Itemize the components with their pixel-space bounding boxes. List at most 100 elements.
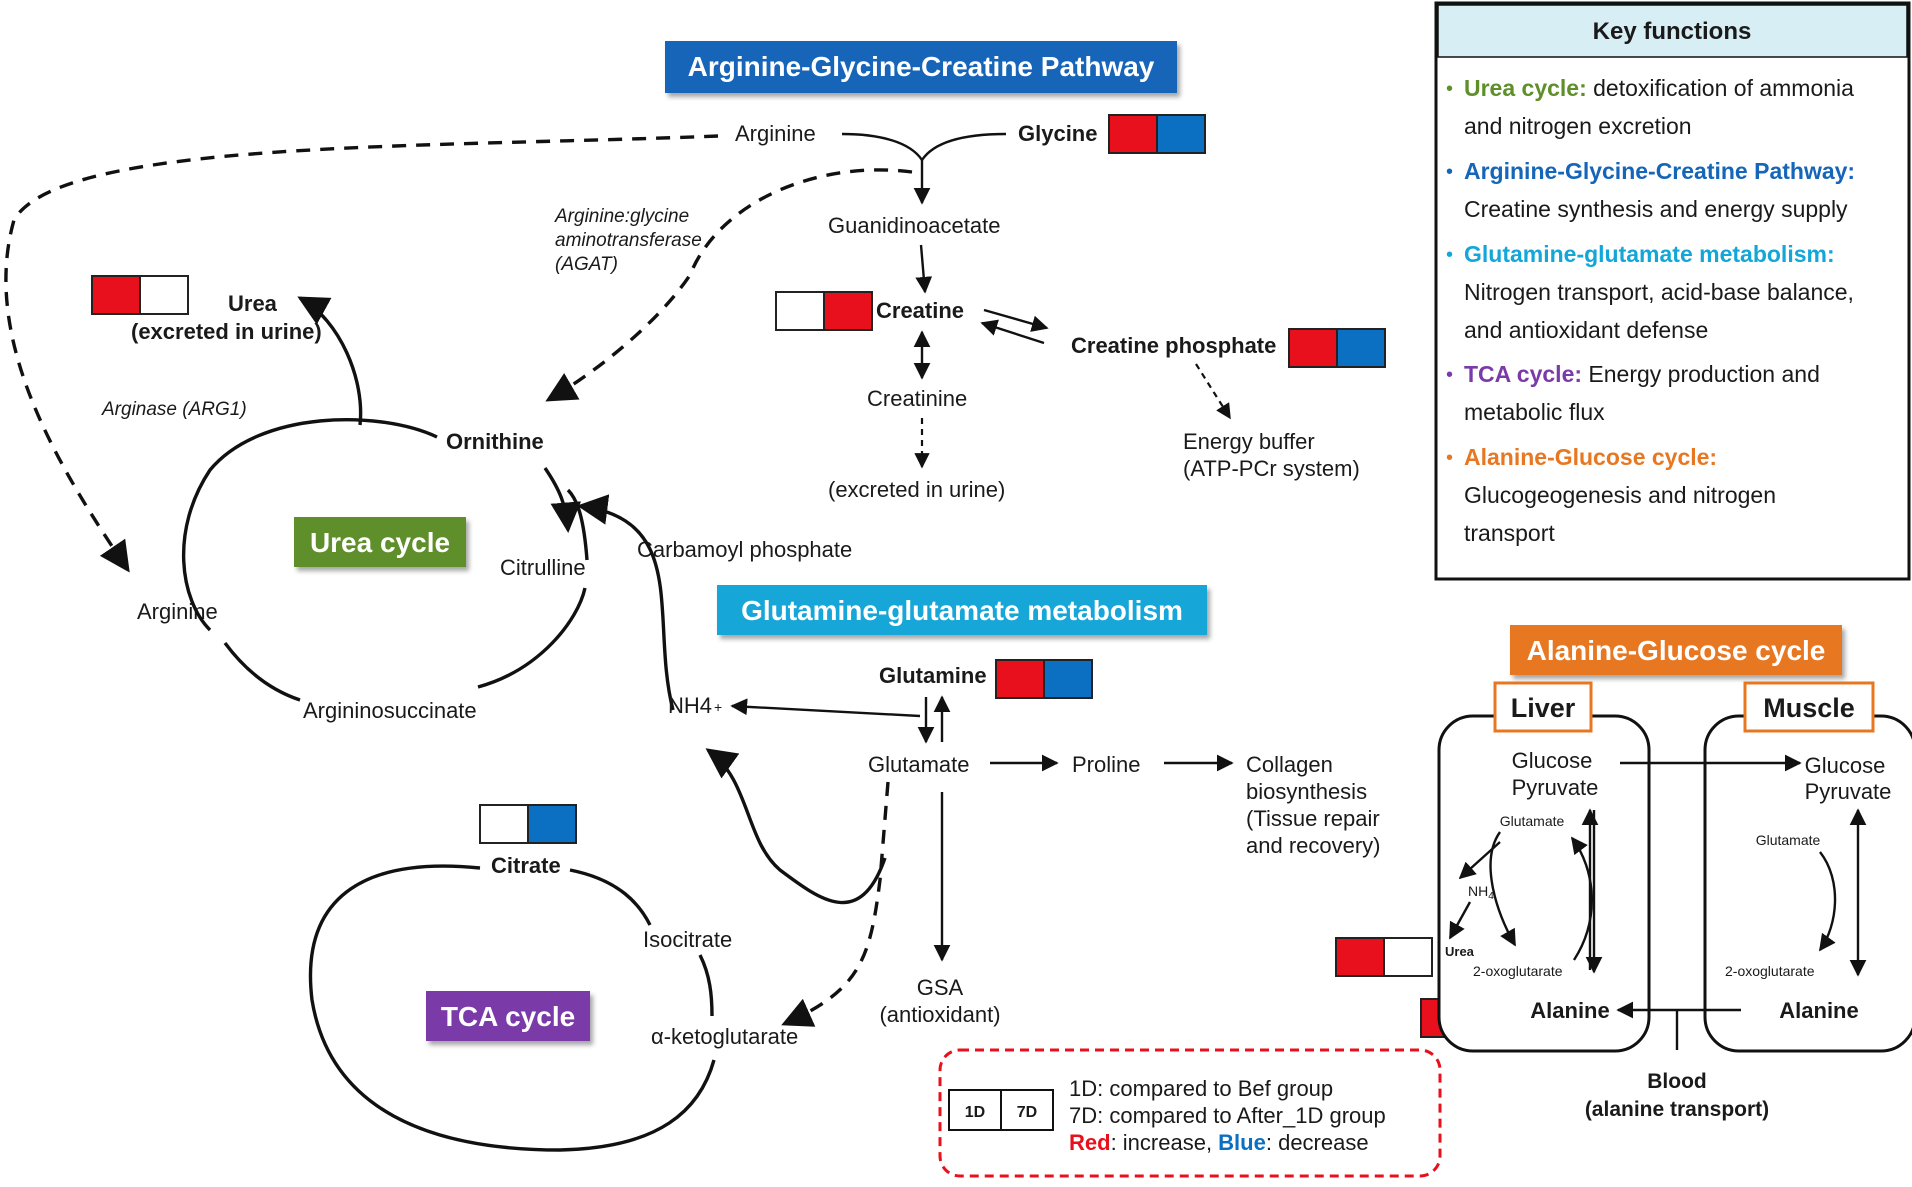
key-item-glutamine-l3: and antioxidant defense [1464,317,1708,343]
legend-border [938,1048,1442,1178]
legend-red-word: Red [1069,1130,1111,1155]
liver-alanine: Alanine [1530,998,1609,1023]
label-arginine-top: Arginine [735,121,816,146]
indicator-glutamine-1d [995,659,1045,699]
banner-alanine-text: Alanine-Glucose cycle [1527,635,1826,666]
key-item-glutamine-head: Glutamine-glutamate metabolism: [1464,241,1835,267]
dashed-arrow-arginine-loop [4,134,719,573]
label-argininosuccinate: Argininosuccinate [303,698,477,723]
arrow-muscle-curve [1819,851,1837,952]
key-bullet-agc: • [1446,161,1453,183]
label-creatinine: Creatinine [867,386,967,411]
banner-agc-text: Arginine-Glycine-Creatine Pathway [688,51,1155,82]
label-collagen-4: and recovery) [1246,833,1381,858]
indicator-urea-7d [139,275,189,315]
label-excreted: (excreted in urine) [828,477,1005,502]
indicator-urea-1d [91,275,141,315]
liver-urea: Urea [1445,944,1475,959]
key-item-alanine-l1: Alanine-Glucose cycle: [1464,444,1717,470]
merge-arrow [841,132,1007,163]
key-functions-box: Key functions • Urea cycle: detoxificati… [1434,1,1911,581]
label-glycine: Glycine [1018,121,1097,146]
key-bullet-glutamine: • [1446,244,1453,266]
key-item-urea-l2: and nitrogen excretion [1464,113,1692,139]
label-nh4-main: NH4 [668,693,712,718]
arrow-liver-glutamate-to-nh4 [1458,841,1501,880]
indicator-creatine-1d [775,291,825,331]
label-collagen-1: Collagen [1246,752,1333,777]
label-proline: Proline [1072,752,1140,777]
key-box-border [1434,1,1911,581]
urea-arc-bottom-right [477,587,587,689]
legend-mid: : increase, [1111,1130,1219,1155]
label-creatine-phosphate: Creatine phosphate [1071,333,1276,358]
liver-nh4-main: NH [1468,883,1488,899]
label-carbamoyl-phosphate: Carbamoyl phosphate [637,537,852,562]
tca-arc-main [308,864,716,1152]
key-item-alanine-head: Alanine-Glucose cycle: [1464,444,1717,470]
arrow-to-nh4 [730,698,921,718]
key-item-urea-head: Urea cycle: [1464,75,1587,101]
label-urea-excreted: (excreted in urine) [131,319,322,344]
muscle-pyruvate: Pyruvate [1805,779,1892,804]
label-energy-buffer-1: Energy buffer [1183,429,1315,454]
muscle-tag [1743,681,1875,733]
label-creatine: Creatine [876,298,964,323]
key-item-alanine-l2: Glucogeogenesis and nitrogen [1464,482,1776,508]
label-agat-2: aminotransferase [555,230,702,251]
arrow-liver-glutamate-to-oxo [1489,831,1517,947]
muscle-alanine: Alanine [1779,998,1858,1023]
banner-tca: TCA cycle [426,991,590,1041]
key-item-tca-rest: Energy production and [1582,361,1820,387]
indicator-glycine-1d [1108,114,1158,154]
key-box-header [1437,4,1908,58]
label-citrate: Citrate [491,853,561,878]
blood-label-1: Blood [1647,1070,1706,1093]
tca-arc-right [698,954,714,1017]
muscle-label: Muscle [1763,693,1855,723]
label-collagen-2: biosynthesis [1246,779,1367,804]
arrow-liver-nh4-to-urea [1448,901,1472,940]
banner-urea-text: Urea cycle [310,527,450,558]
indicator-glycine-7d [1156,114,1206,154]
key-item-urea-l1: Urea cycle: detoxification of ammonia [1464,75,1854,101]
indicator-citrate-1d [479,804,529,844]
urea-arc-right [566,488,589,561]
label-agat-1: Arginine:glycine [554,206,689,227]
indicator-urea-liver-7d [1383,937,1433,977]
label-gsa-2: (antioxidant) [879,1002,1000,1027]
key-item-agc-l1: Arginine-Glycine-Creatine Pathway: [1464,158,1855,184]
liver-oxoglutarate: 2-oxoglutarate [1473,963,1563,979]
urea-arc-bottom-left [223,641,301,702]
key-item-glutamine-l1: Glutamine-glutamate metabolism: [1464,241,1835,267]
label-gsa-1: GSA [917,975,964,1000]
arrow-glutamate-to-nh4 [705,748,887,905]
banner-alanine: Alanine-Glucose cycle [1510,625,1842,675]
legend-box-7d-label: 7D [1017,1104,1037,1121]
liver-glucose: Glucose [1512,748,1593,773]
label-urea: Urea [228,291,278,316]
key-item-tca-head: TCA cycle: [1464,361,1582,387]
key-item-agc-head: Arginine-Glycine-Creatine Pathway: [1464,158,1855,184]
label-nh4-plus: + [714,699,722,715]
label-nh4: NH4+ [668,693,722,718]
label-arginase: Arginase (ARG1) [101,399,247,420]
banner-tca-text: TCA cycle [441,1001,575,1032]
banner-glutamine: Glutamine-glutamate metabolism [717,585,1207,635]
legend-line2: 7D: compared to After_1D group [1069,1103,1386,1128]
muscle-glucose: Glucose [1805,753,1886,778]
arrow-liver-curve [1570,836,1593,961]
tca-arc-top [569,868,652,926]
legend-line1: 1D: compared to Bef group [1069,1076,1333,1101]
key-item-alanine-l3: transport [1464,520,1555,546]
label-ornithine: Ornithine [446,429,544,454]
label-agat-3: (AGAT) [555,254,618,275]
key-item-agc-l2: Creatine synthesis and energy supply [1464,196,1848,222]
arrow-to-energy-buffer [1195,363,1231,420]
liver-label: Liver [1511,693,1576,723]
label-isocitrate: Isocitrate [643,927,732,952]
liver-nh4-sub: 4 [1488,891,1494,902]
label-citrulline: Citrulline [500,555,586,580]
key-item-tca-l1: TCA cycle: Energy production and [1464,361,1820,387]
